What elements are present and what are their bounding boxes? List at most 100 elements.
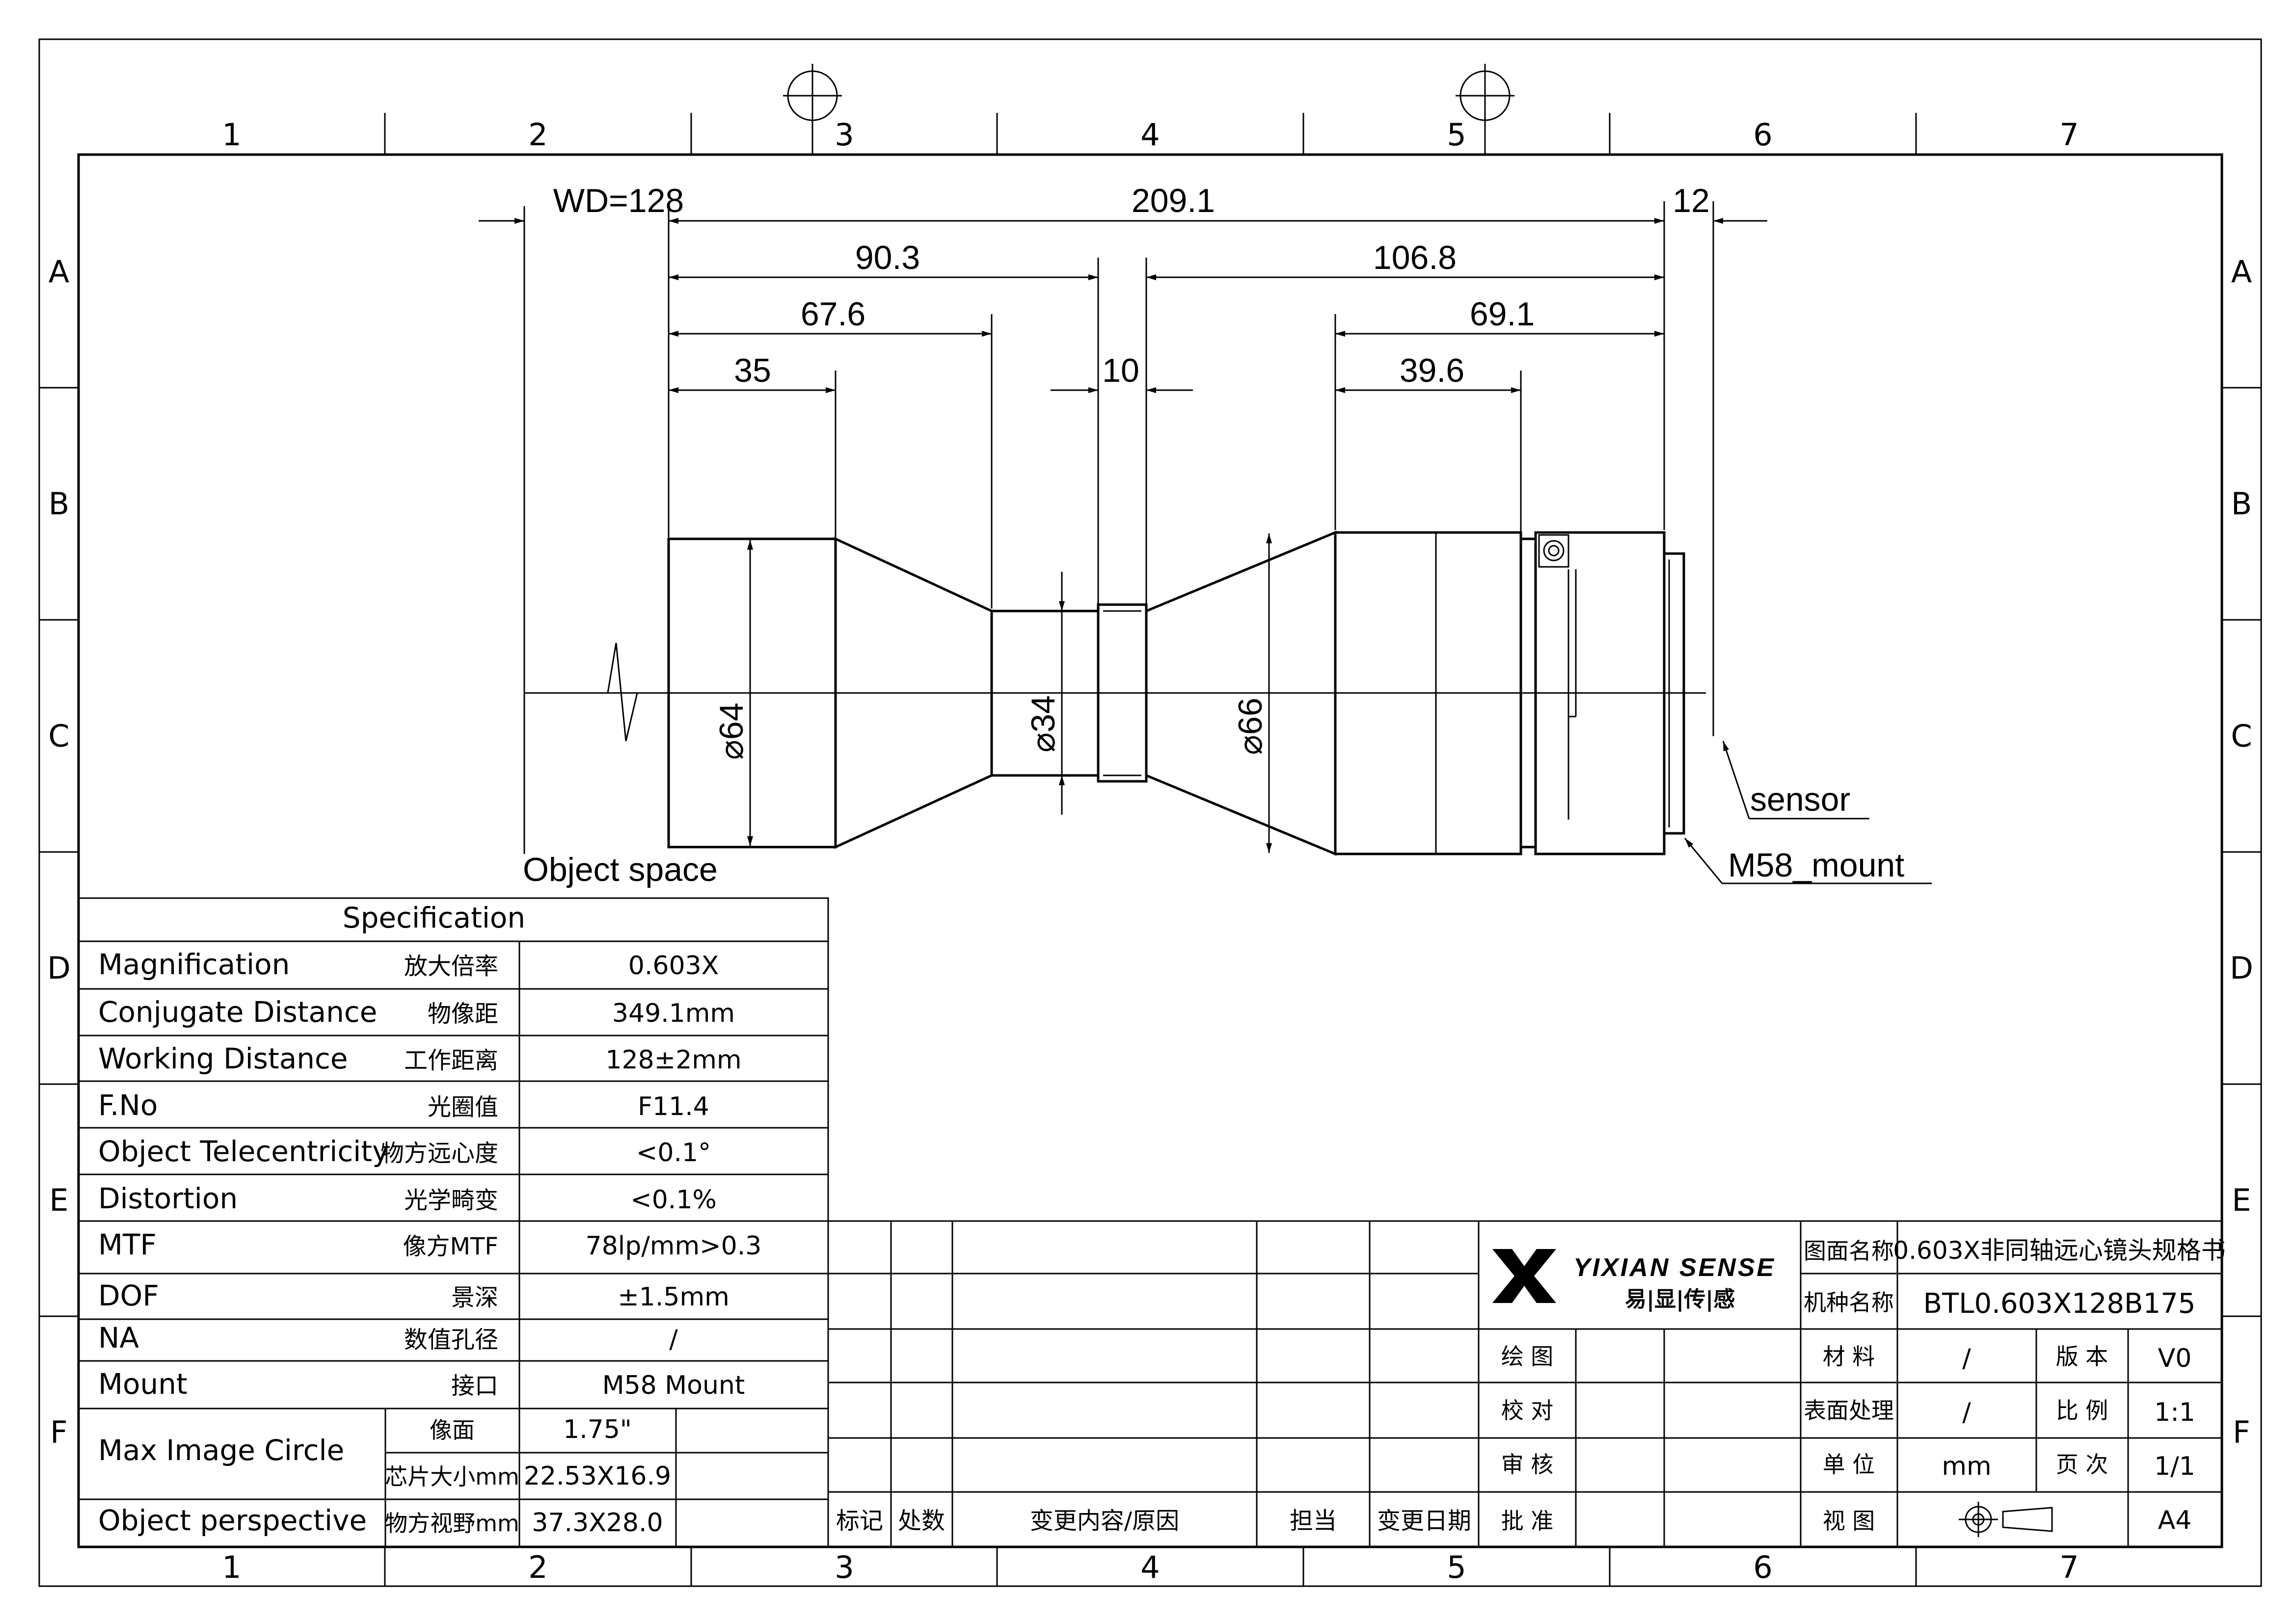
col-label: 2 xyxy=(528,117,547,153)
version-label: 版 本 xyxy=(2056,1343,2108,1370)
spec-label-cn: 像方MTF xyxy=(403,1233,498,1260)
dim-diameter-rear: ⌀66 xyxy=(1232,698,1269,755)
centering-target-icon xyxy=(783,64,842,155)
brand-logo: YIXIAN SENSE 易|显|传|感 xyxy=(1492,1249,1774,1312)
grid-labels: 1 2 3 4 5 6 7 1 2 3 4 5 6 7 A B C D E F … xyxy=(47,117,2253,1585)
spec-label-mtf: MTF xyxy=(98,1228,157,1261)
col-label: 3 xyxy=(835,117,854,153)
row-label: E xyxy=(2232,1182,2251,1218)
spec-value-magnification: 0.603X xyxy=(628,951,719,981)
col-label: 7 xyxy=(2059,117,2079,153)
dim-flange-back: 12 xyxy=(1673,182,1710,219)
break-line xyxy=(524,642,669,742)
row-label: A xyxy=(49,254,69,290)
drawing-name-label: 图面名称 xyxy=(1804,1238,1894,1264)
paper-size-value: A4 xyxy=(2158,1506,2192,1535)
spec-value-telecentricity: <0.1° xyxy=(636,1138,711,1168)
spec-label-cn: 芯片大小mm xyxy=(385,1463,519,1490)
page-value: 1/1 xyxy=(2154,1452,2195,1481)
spec-value-object-field: 37.3X28.0 xyxy=(532,1508,663,1538)
dim-rear-front: 39.6 xyxy=(1400,352,1464,389)
revision-header-content: 变更内容/原因 xyxy=(1030,1507,1179,1535)
spec-label-distortion: Distortion xyxy=(98,1182,238,1215)
spec-value-working-distance: 128±2mm xyxy=(605,1045,741,1075)
row-label: D xyxy=(2230,950,2253,986)
dim-rear-barrel: 69.1 xyxy=(1470,295,1535,333)
col-label: 6 xyxy=(1753,1549,1772,1585)
extension-lines xyxy=(523,201,1714,854)
row-label: C xyxy=(48,718,69,754)
view-label: 视 图 xyxy=(1823,1508,1875,1534)
dim-mid-ring: 10 xyxy=(1102,352,1139,389)
projection-symbol-icon xyxy=(1959,1502,2053,1537)
centering-target-icon xyxy=(1456,64,1514,155)
role-reviewed: 审 核 xyxy=(1501,1451,1554,1478)
material-label: 材 料 xyxy=(1823,1343,1875,1370)
scale-label: 比 例 xyxy=(2056,1397,2108,1424)
revision-header-date: 变更日期 xyxy=(1377,1507,1471,1535)
spec-label-cn: 放大倍率 xyxy=(404,953,498,980)
unit-value: mm xyxy=(1942,1452,1991,1481)
model-name: BTL0.603X128B175 xyxy=(1923,1288,2196,1320)
col-label: 3 xyxy=(835,1549,854,1585)
dim-front-barrel: 35 xyxy=(734,352,771,389)
row-label: C xyxy=(2231,718,2252,754)
mount-label: M58_mount xyxy=(1728,847,1904,884)
object-space-label: Object space xyxy=(523,851,718,888)
row-label: B xyxy=(49,486,70,522)
dimension-lines xyxy=(479,218,1767,853)
lens-outline xyxy=(524,531,1706,856)
revision-header-count: 处数 xyxy=(898,1507,945,1535)
spec-label-cn: 工作距离 xyxy=(404,1047,498,1074)
spec-label-conjugate: Conjugate Distance xyxy=(98,995,377,1029)
spec-value-mtf: 78lp/mm>0.3 xyxy=(586,1231,762,1261)
col-label: 1 xyxy=(222,1549,241,1585)
scale-value: 1:1 xyxy=(2154,1398,2195,1427)
spec-title: Specification xyxy=(343,901,525,934)
spec-label-cn: 物方远心度 xyxy=(380,1140,498,1167)
col-label: 6 xyxy=(1753,117,1772,153)
dim-diameter-front: ⌀64 xyxy=(713,703,750,760)
model-label: 机种名称 xyxy=(1804,1289,1894,1316)
revision-header-mark: 标记 xyxy=(836,1507,883,1535)
dim-diameter-mid: ⌀34 xyxy=(1025,695,1062,753)
spec-label-magnification: Magnification xyxy=(98,948,290,981)
drawing-name: 0.603X非同轴远心镜头规格书 xyxy=(1893,1236,2225,1265)
row-label: E xyxy=(49,1182,68,1218)
spec-label-cn: 景深 xyxy=(451,1284,498,1311)
revision-table: 标记 处数 变更内容/原因 担当 变更日期 xyxy=(827,1220,1480,1548)
row-label: F xyxy=(2233,1414,2250,1450)
row-label: D xyxy=(47,950,71,986)
spec-label-fno: F.No xyxy=(98,1089,158,1122)
material-value: / xyxy=(1962,1344,1971,1373)
spec-label-image-circle: Max Image Circle xyxy=(98,1434,344,1467)
title-block: YIXIAN SENSE 易|显|传|感 绘 图 校 对 审 核 批 准 图面名… xyxy=(1478,1220,2226,1548)
locking-screw-icon xyxy=(1543,540,1565,561)
callouts: sensor M58_mount Object space xyxy=(523,741,1932,888)
col-label: 7 xyxy=(2059,1549,2079,1585)
sensor-label: sensor xyxy=(1750,781,1850,818)
spec-value-mount: M58 Mount xyxy=(602,1371,745,1400)
dim-front-group: 90.3 xyxy=(855,239,920,276)
row-label: B xyxy=(2231,486,2252,522)
surface-value: / xyxy=(1962,1398,1971,1427)
specification-table: Specification Magnification Conjugate Di… xyxy=(78,897,829,1548)
spec-label-dof: DOF xyxy=(98,1279,159,1312)
spec-value-fno: F11.4 xyxy=(638,1092,709,1121)
spec-label-cn: 物像距 xyxy=(428,1000,498,1028)
row-label: F xyxy=(50,1414,68,1450)
col-label: 1 xyxy=(222,117,241,153)
spec-label-cn: 光学畸变 xyxy=(404,1187,498,1214)
page-label: 页 次 xyxy=(2056,1451,2108,1478)
spec-label-telecentricity: Object Telecentricity xyxy=(98,1135,389,1168)
col-label: 2 xyxy=(528,1549,547,1585)
unit-label: 单 位 xyxy=(1823,1451,1875,1478)
dim-front-taper: 67.6 xyxy=(801,295,865,333)
spec-value-conjugate: 349.1mm xyxy=(612,999,735,1028)
spec-label-cn: 接口 xyxy=(451,1372,498,1400)
surface-label: 表面处理 xyxy=(1804,1397,1894,1424)
spec-label-cn: 像面 xyxy=(430,1417,475,1443)
spec-value-dof: ±1.5mm xyxy=(618,1282,729,1312)
spec-value-image-size: 1.75" xyxy=(563,1415,632,1444)
role-approved: 批 准 xyxy=(1501,1508,1554,1534)
